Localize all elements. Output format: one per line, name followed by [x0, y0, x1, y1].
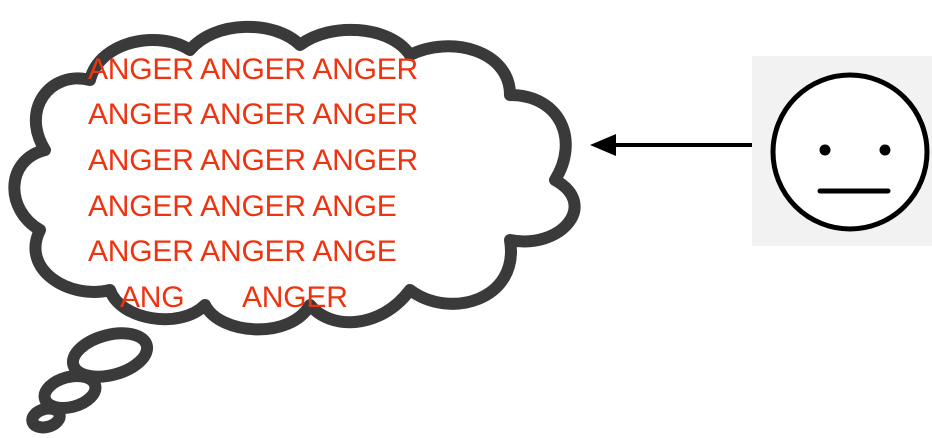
left-eye	[820, 145, 831, 156]
face-circle	[773, 75, 927, 229]
right-eye	[880, 145, 891, 156]
